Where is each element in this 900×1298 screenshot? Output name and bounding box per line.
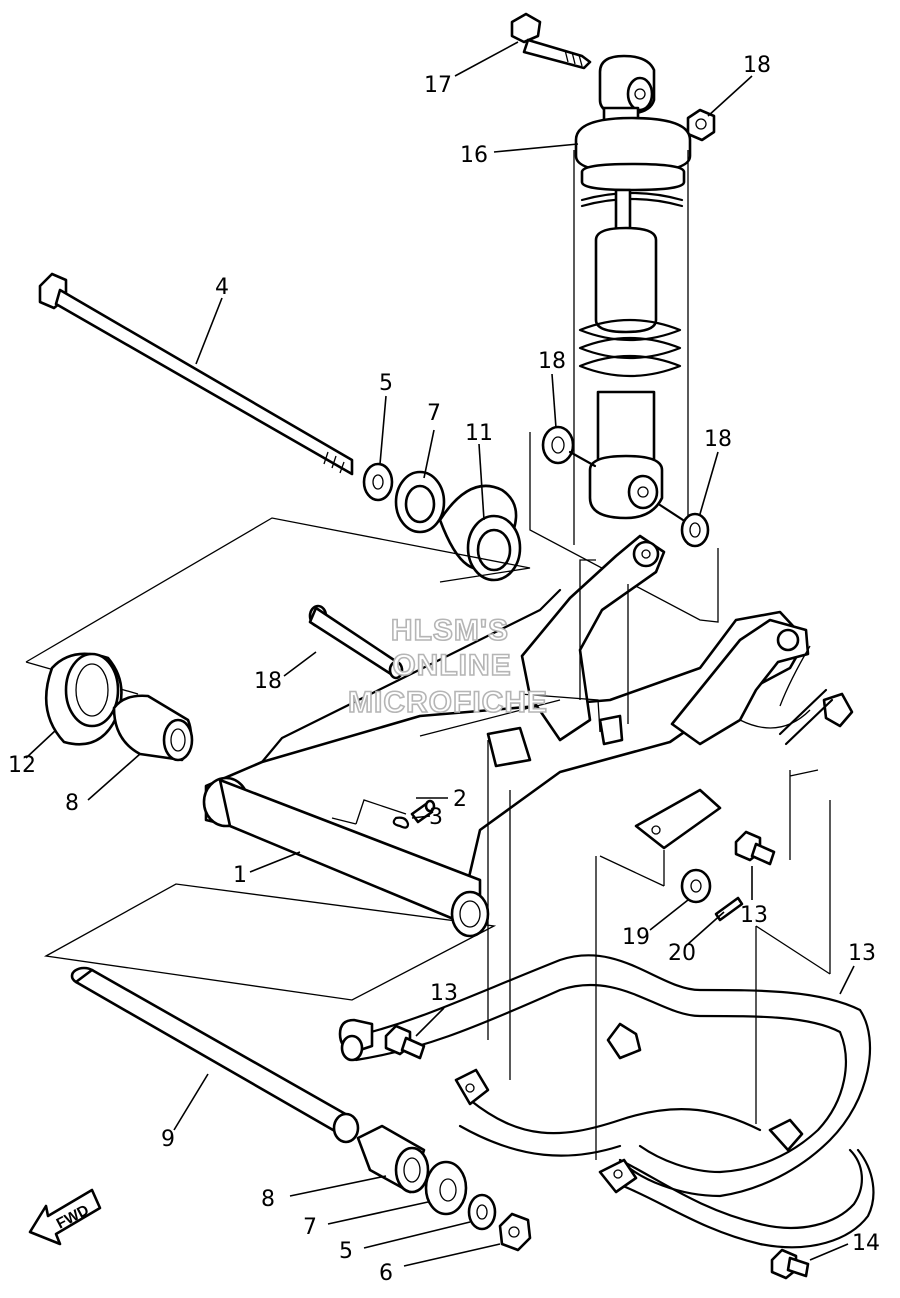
- bushing-8-lower: [356, 1124, 430, 1194]
- guard-guide-lines: [487, 740, 831, 1160]
- callout-1: 1: [233, 863, 247, 888]
- callout-11: 12: [8, 753, 36, 778]
- callout-8-upper: 8: [65, 791, 79, 816]
- callout-18-left: 18: [538, 349, 566, 374]
- bushing-10: [438, 484, 522, 582]
- cap-3: [392, 816, 410, 829]
- callout-13-lower: 14: [852, 1231, 880, 1256]
- callout-3: 3: [429, 805, 443, 830]
- nipple-guide-line: [331, 799, 407, 825]
- callout-7-lower: 7: [303, 1215, 317, 1240]
- callout-20: 20: [668, 941, 696, 966]
- pipe-9: [70, 966, 360, 1144]
- callout-6: 6: [379, 1261, 393, 1286]
- watermark-line2: ONLINE: [392, 649, 511, 682]
- bolt-13-lower: [770, 1248, 810, 1280]
- shock-bolt-15: [510, 12, 592, 70]
- washer-5-lower: [467, 1193, 497, 1231]
- oil-seal-11: [44, 652, 123, 746]
- callout-7-upper: 7: [427, 401, 441, 426]
- callout-13-upper: 13: [740, 903, 768, 928]
- shock-absorber-14: [573, 54, 692, 545]
- bearing-7-upper: [394, 470, 446, 534]
- callout-13-left: 13: [430, 981, 458, 1006]
- callout-14: 16: [460, 143, 488, 168]
- callout-12: 13: [848, 941, 876, 966]
- callout-5-lower: 5: [339, 1239, 353, 1264]
- callout-17: 18: [254, 669, 282, 694]
- callout-numbers: 17 18 16 4 5 7 11 18 18 18 12 8 2 3 1 9 …: [8, 53, 880, 1286]
- callout-5-upper: 5: [379, 371, 393, 396]
- pivot-shaft-4: [38, 272, 354, 476]
- washer-5-upper: [362, 462, 394, 502]
- leader-lines: [25, 41, 855, 1267]
- bolt-13-left: [384, 1024, 426, 1060]
- callout-18-right: 18: [704, 427, 732, 452]
- watermark-line1: HLSM'S: [391, 614, 509, 647]
- callout-4: 4: [215, 275, 229, 300]
- watermark: HLSM'S ONLINE MICROFICHE: [347, 613, 548, 720]
- callout-9: 9: [161, 1127, 175, 1152]
- assembly-frame-shock: [529, 432, 719, 623]
- nut-6: [498, 1212, 532, 1252]
- callout-10: 11: [465, 421, 493, 446]
- bushing-8-upper: [112, 694, 194, 762]
- bearing-7-lower: [424, 1160, 468, 1216]
- bolt-13-upper: [734, 830, 776, 866]
- forward-arrow: FWD: [28, 1188, 102, 1246]
- callout-19: 19: [622, 925, 650, 950]
- shock-collar-18-right: [658, 503, 710, 548]
- callout-8-lower: 8: [261, 1187, 275, 1212]
- swingarm-1: [202, 534, 854, 938]
- callout-2: 2: [453, 787, 467, 812]
- washer-19: [680, 868, 712, 904]
- cotter-pin-20: [714, 896, 744, 922]
- callout-15: 17: [424, 73, 452, 98]
- guard-12: [338, 954, 875, 1249]
- watermark-line3: MICROFICHE: [348, 686, 548, 719]
- shock-collar-18-left: [541, 425, 597, 468]
- pipe-17: [308, 604, 404, 680]
- assembly-frame-lower: [43, 883, 497, 1001]
- callout-16: 18: [743, 53, 771, 78]
